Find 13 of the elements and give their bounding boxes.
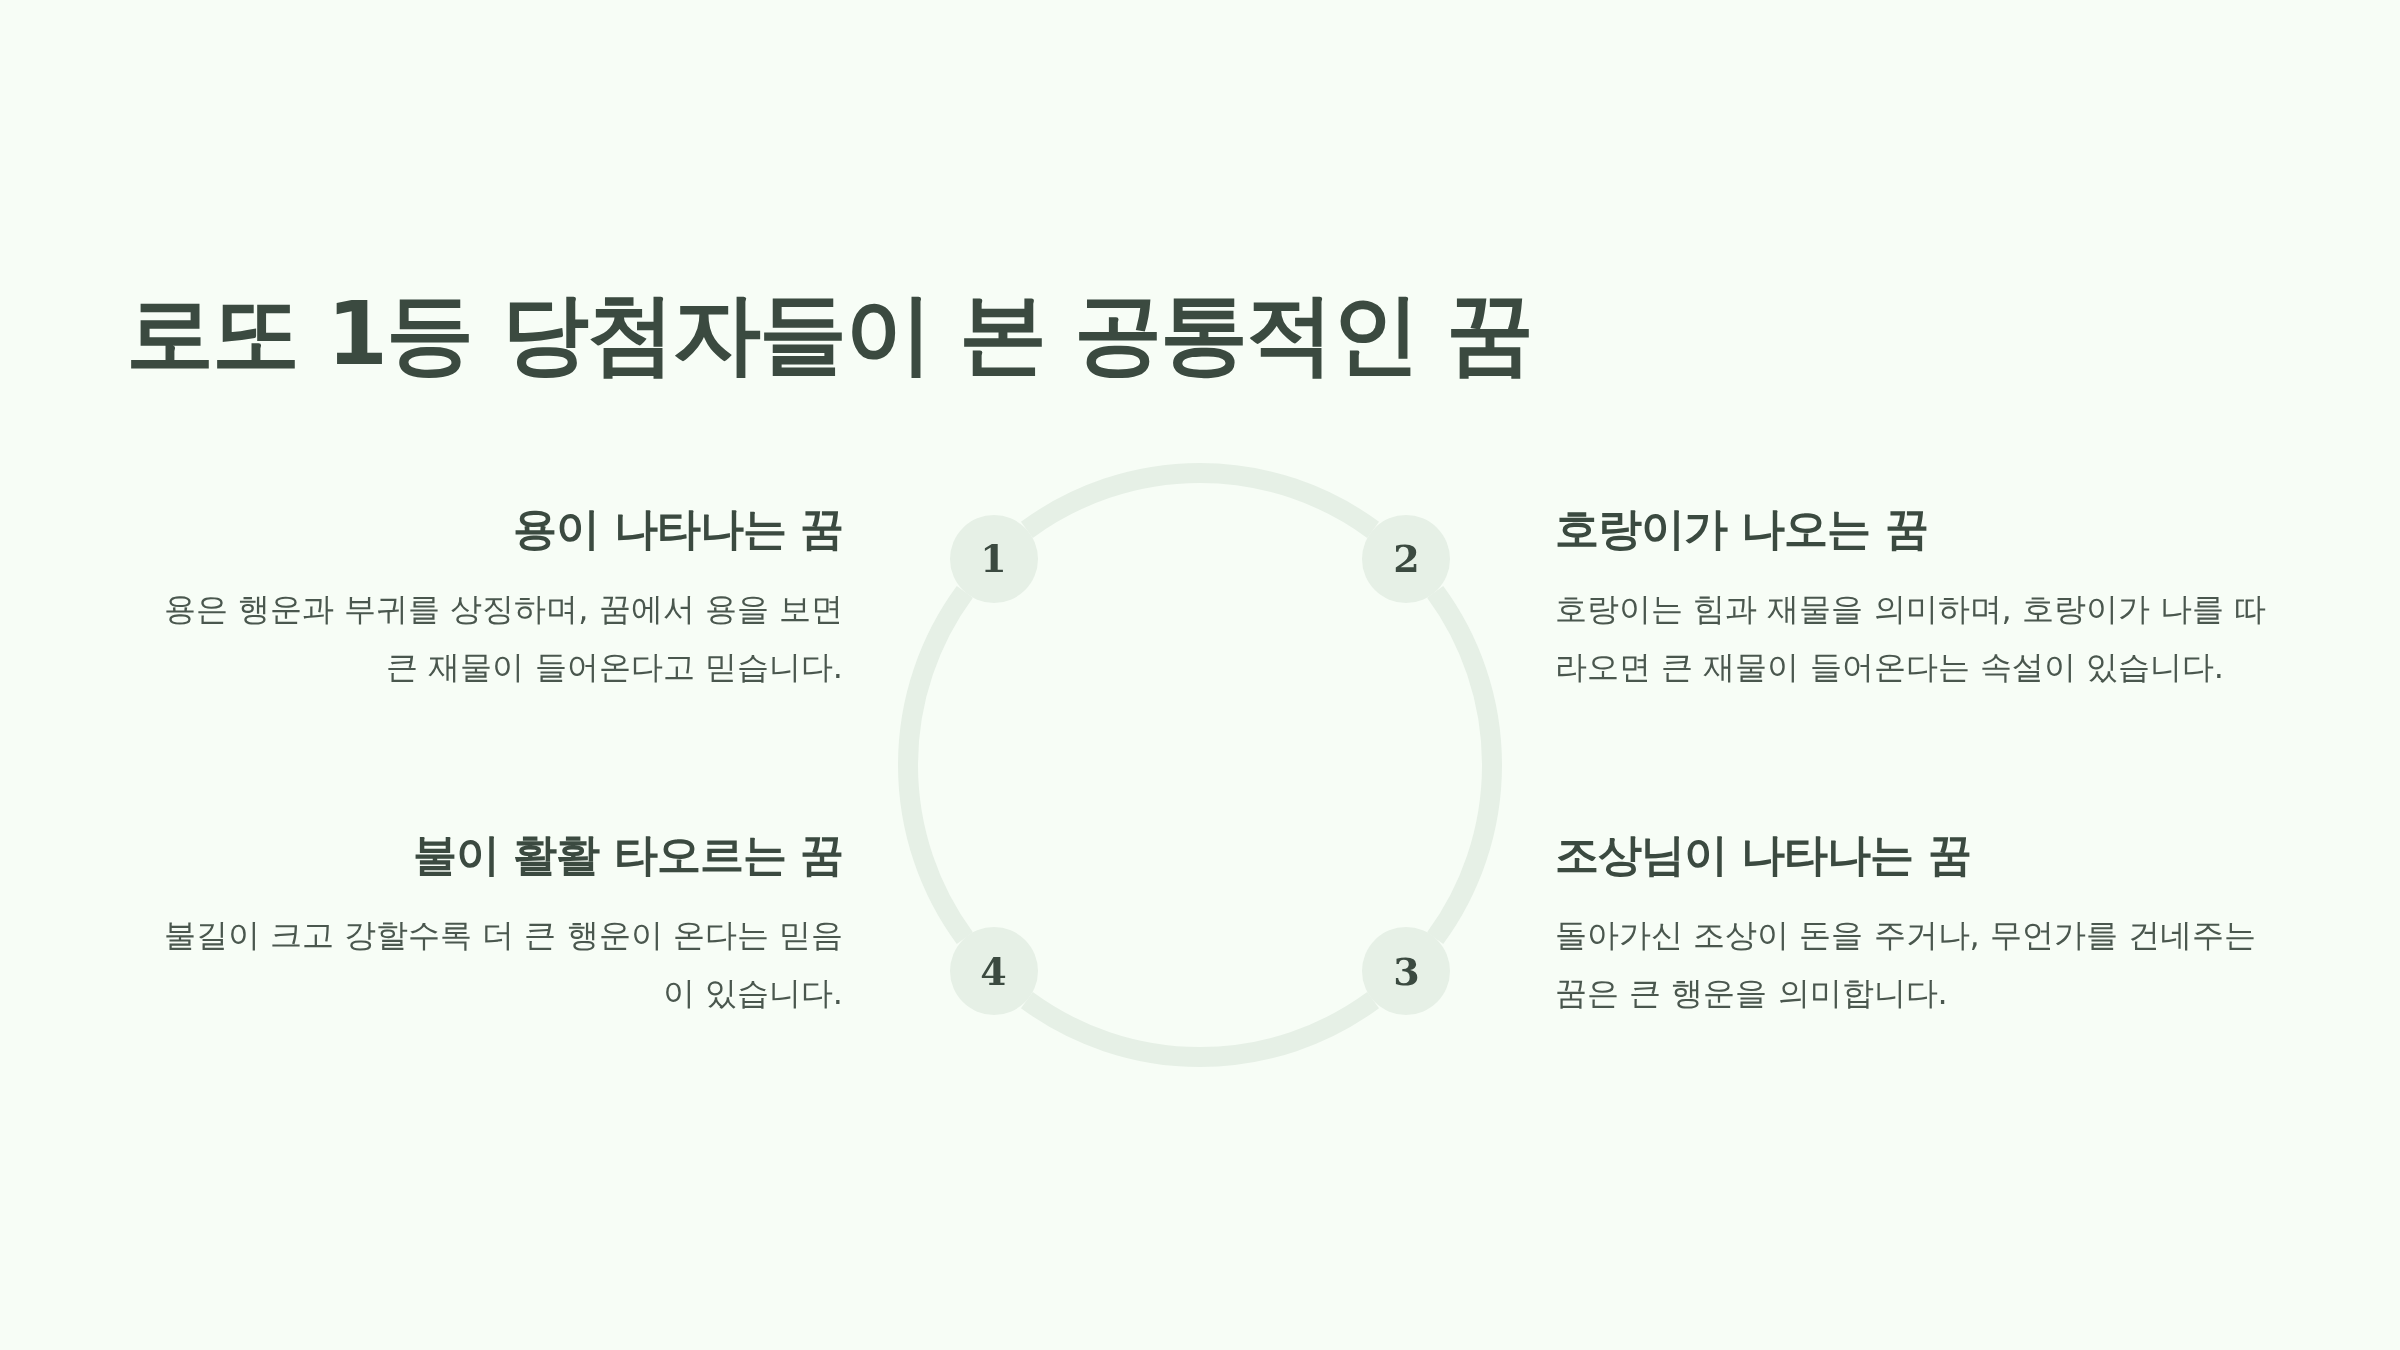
number-badge: 1	[949, 514, 1038, 603]
title: 로또 1등 당첨자들이 본 공통적인 꿈	[126, 281, 1533, 387]
item-description: 돌아가신 조상이 돈을 주거나, 무언가를 건네주는 꿈은 큰 행운을 의미합니다.	[1555, 915, 2258, 1014]
item-heading: 조상님이 나타나는 꿈	[1555, 828, 1971, 882]
item-description: 불길이 크고 강할수록 더 큰 행운이 온다는 믿음이 있습니다.	[162, 915, 843, 1014]
item-heading: 용이 나타나는 꿈	[513, 502, 843, 556]
item-description: 용은 행운과 부귀를 상징하며, 꿈에서 용을 보면 큰 재물이 들어온다고 믿습니다.	[162, 589, 843, 688]
number-badge: 3	[1362, 927, 1451, 1016]
item-heading: 호랑이가 나오는 꿈	[1555, 502, 1928, 556]
number-badge: 4	[949, 927, 1038, 1016]
number-badge: 2	[1362, 514, 1451, 603]
item-description: 호랑이는 힘과 재물을 의미하며, 호랑이가 나를 따라오면 큰 재물이 들어온다는 속설이 있습니다.	[1555, 589, 2268, 688]
item-heading: 불이 활활 타오르는 꿈	[413, 828, 843, 882]
